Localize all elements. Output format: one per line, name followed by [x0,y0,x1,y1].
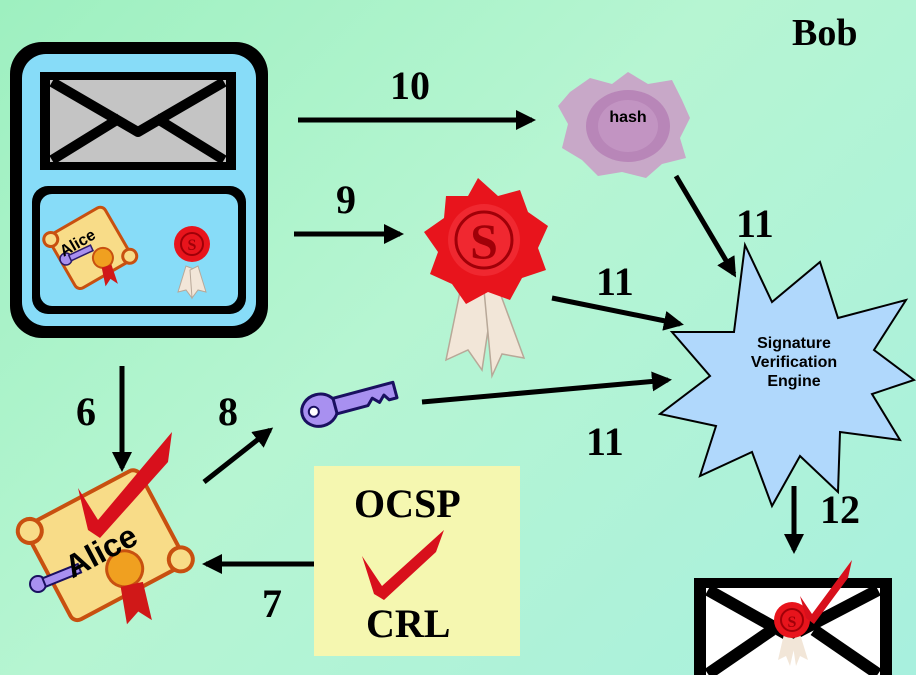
arrow-11-key [421,371,672,405]
engine-label-line-3: Engine [767,373,821,391]
verified-envelope-icon: S [694,560,892,675]
engine-label-line-2: Verification [750,354,838,372]
verification-engine-starburst [657,241,916,509]
validity-check-cert-icon [78,432,172,538]
step-8-label: 8 [218,389,238,434]
crl-label: CRL [366,601,451,646]
step-7-label: 7 [262,581,282,626]
step-10-label: 10 [390,63,430,108]
arrow-11-seal [551,295,684,331]
arrow-11-hash [673,174,737,278]
svg-text:S: S [470,213,498,269]
step-9-label: 9 [336,177,356,222]
ocsp-label: OCSP [354,481,461,526]
certificate-scroll-large-icon [15,468,195,625]
key-small-icon [59,244,95,266]
svg-text:S: S [188,237,197,254]
key-large-cert-icon [29,562,83,593]
step-11-bottom-label: 11 [586,419,624,464]
engine-label: Signature Verification Engine [724,334,864,392]
recipient-label: Bob [792,12,858,54]
step-6-label: 6 [76,389,96,434]
envelope-icon [40,72,236,170]
step-11-top-label: 11 [736,201,774,246]
public-key-icon [300,380,399,428]
wax-seal-small-icon: S [174,226,210,300]
step-12-label: 12 [820,487,860,532]
wax-seal-large-icon: S [424,178,548,379]
hash-label: hash [609,109,647,126]
arrow-8 [202,427,274,484]
step-11-mid-label: 11 [596,259,634,304]
svg-text:S: S [788,614,797,631]
hash-blob [558,72,690,178]
engine-label-line-1: Signature [757,335,831,352]
